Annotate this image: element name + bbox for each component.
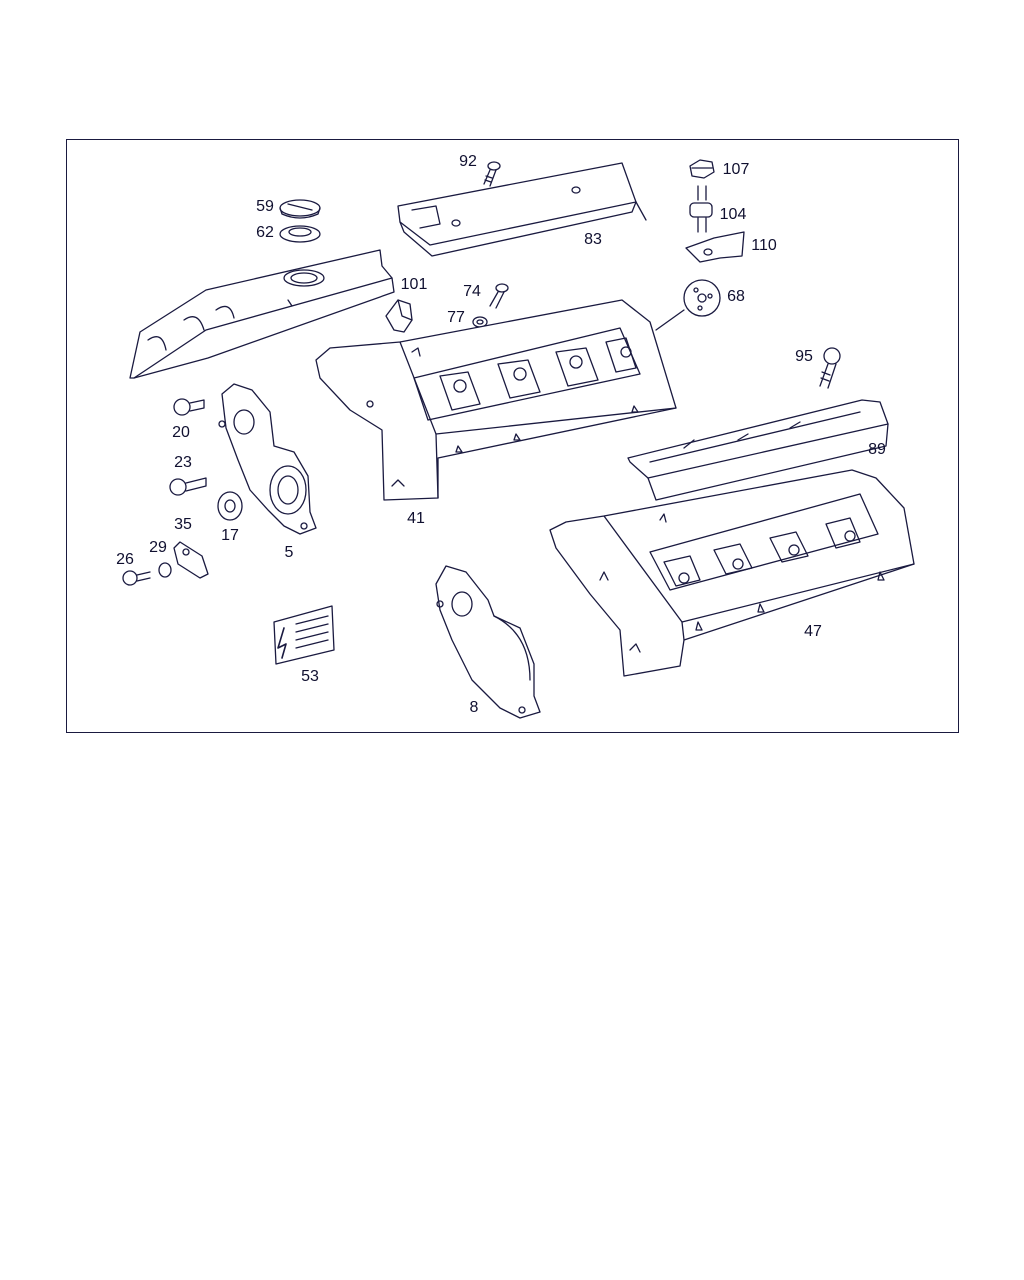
callout-62: 62 — [256, 224, 274, 241]
callout-101: 101 — [400, 276, 428, 293]
part-92-bolt — [483, 161, 501, 187]
part-53-warning-label — [273, 605, 335, 665]
callout-47: 47 — [804, 623, 822, 640]
callout-8: 8 — [469, 699, 479, 716]
part-29-washer — [158, 562, 172, 578]
diagram-frame — [66, 139, 959, 733]
callout-77: 77 — [447, 309, 465, 326]
part-26-bolt — [122, 570, 151, 586]
part-104-rubber-mount — [689, 185, 713, 233]
callout-68: 68 — [727, 288, 745, 305]
part-20-bolt — [173, 398, 205, 416]
callout-59: 59 — [256, 198, 274, 215]
part-35-gasket — [173, 541, 209, 579]
part-89-cover-strip — [627, 399, 889, 501]
callout-83: 83 — [584, 231, 602, 248]
callout-35: 35 — [174, 516, 192, 533]
part-95-bolt — [819, 347, 841, 389]
part-110-bracket — [685, 231, 745, 263]
callout-95: 95 — [795, 348, 813, 365]
callout-5: 5 — [284, 544, 294, 561]
callout-26: 26 — [116, 551, 134, 568]
part-83-cover-strip — [397, 162, 647, 257]
callout-74: 74 — [463, 283, 481, 300]
callout-20: 20 — [172, 424, 190, 441]
part-68-grommet — [655, 279, 721, 331]
part-23-bolt — [169, 477, 207, 496]
part-59-oil-cap — [279, 199, 321, 219]
part-47-valve-cover — [549, 469, 915, 677]
callout-107: 107 — [722, 161, 750, 178]
part-101-clip — [385, 299, 413, 333]
part-107-nut — [689, 159, 715, 179]
callout-110: 110 — [751, 237, 777, 254]
callout-41: 41 — [407, 510, 425, 527]
part-74-bolt — [489, 283, 509, 309]
callout-89: 89 — [868, 441, 886, 458]
part-engine-cover — [129, 249, 395, 379]
part-5-cover-plate — [218, 383, 317, 535]
part-41-valve-cover — [315, 299, 677, 501]
part-17-seal — [217, 491, 243, 521]
callout-17: 17 — [221, 527, 239, 544]
callout-29: 29 — [149, 539, 167, 556]
part-62-seal-ring — [279, 225, 321, 243]
callout-53: 53 — [301, 668, 319, 685]
callout-23: 23 — [174, 454, 192, 471]
callout-104: 104 — [719, 206, 747, 223]
part-8-cover-plate — [435, 565, 541, 719]
callout-92: 92 — [459, 153, 477, 170]
